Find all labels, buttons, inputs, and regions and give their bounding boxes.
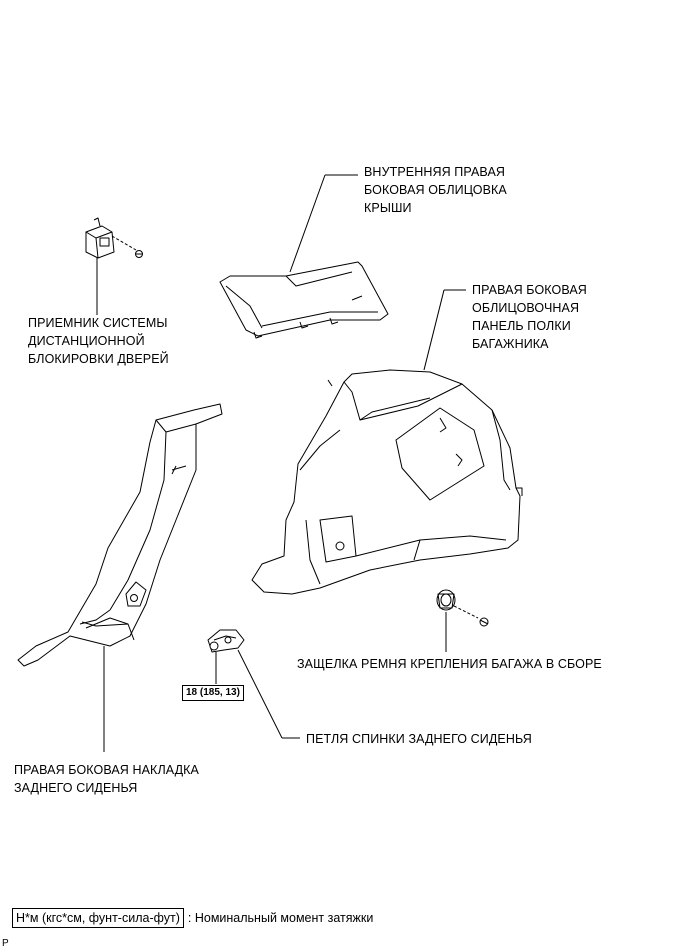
seat-hinge-part (207, 629, 245, 653)
seat-hinge-label: ПЕТЛЯ СПИНКИ ЗАДНЕГО СИДЕНЬЯ (306, 732, 532, 746)
receiver-bolt (135, 250, 143, 258)
legend-units-box: Н*м (кгс*см, фунт-сила-фут) (12, 908, 184, 928)
torque-spec-box: 18 (185, 13) (182, 685, 244, 701)
torque-legend: Н*м (кгс*см, фунт-сила-фут) : Номинальны… (12, 908, 373, 928)
hinge-leader (237, 649, 283, 739)
roof-trim-leader (289, 174, 326, 273)
luggage-latch-label: ЗАЩЕЛКА РЕМНЯ КРЕПЛЕНИЯ БАГАЖА В СБОРЕ (297, 657, 602, 671)
seat-side-cover-part (17, 403, 223, 667)
corner-mark: P (2, 938, 9, 949)
luggage-latch-part (436, 589, 456, 611)
deck-trim-panel-part (251, 369, 523, 595)
roof-side-trim-part (219, 261, 389, 339)
deck-trim-panel-label: ПРАВАЯ БОКОВАЯ ОБЛИЦОВОЧНАЯ ПАНЕЛЬ ПОЛКИ… (472, 283, 587, 351)
roof-side-trim-label: ВНУТРЕННЯЯ ПРАВАЯ БОКОВАЯ ОБЛИЦОВКА КРЫШ… (364, 165, 507, 215)
seat-side-cover-label: ПРАВАЯ БОКОВАЯ НАКЛАДКА ЗАДНЕГО СИДЕНЬЯ (14, 763, 199, 795)
door-receiver-label: ПРИЕМНИК СИСТЕМЫ ДИСТАНЦИОННОЙ БЛОКИРОВК… (28, 316, 169, 366)
latch-bolt (479, 617, 489, 627)
deck-trim-leader (423, 289, 445, 371)
legend-description: : Номинальный момент затяжки (187, 911, 374, 925)
door-receiver-part (85, 217, 115, 259)
